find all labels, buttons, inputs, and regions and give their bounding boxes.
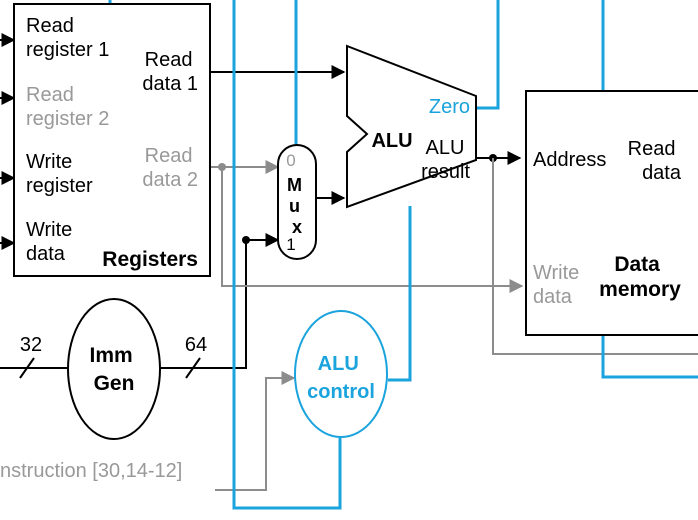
imm-gen-block: Imm Gen 32 64 <box>20 298 207 440</box>
wire-control-bus <box>232 0 342 510</box>
alu-control-ellipse <box>294 310 388 438</box>
write-data-label: Write data <box>26 219 78 265</box>
registers-block: Read register 1 Read register 2 Write re… <box>13 3 211 277</box>
instruction-label: nstruction [30,14-12] <box>0 460 182 482</box>
mux-input-1-label: 1 <box>286 235 295 254</box>
wire-alu-result-down <box>492 158 698 355</box>
data-memory-block: Address Read data Write data Data memory <box>525 90 698 336</box>
junction-read-data-2 <box>218 163 226 171</box>
imm-gen-ellipse <box>67 298 161 440</box>
registers-box <box>13 3 211 277</box>
wire-32-slash <box>19 357 35 379</box>
wire-alu-op <box>388 206 412 382</box>
mux-label: M u x <box>287 175 307 237</box>
junction-imm <box>242 236 250 244</box>
wire-imm-out <box>160 233 280 369</box>
address-label: Address <box>533 149 606 171</box>
imm-gen-title: Imm Gen <box>89 344 138 395</box>
read-register-2-label: Read register 2 <box>26 84 109 130</box>
alu-result-label: ALU result <box>421 137 470 183</box>
write-register-label: Write register <box>26 151 93 197</box>
alu-control-title: ALU control <box>307 353 375 403</box>
imm-input-width-label: 32 <box>20 334 42 356</box>
alu-control-block: ALU control <box>294 310 388 438</box>
registers-title: Registers <box>102 248 198 271</box>
mux-shape <box>277 144 317 260</box>
read-register-1-label: Read register 1 <box>26 15 109 61</box>
mux-block: 0 M u x 1 <box>277 144 317 260</box>
read-data-1-label: Read data 1 <box>142 49 198 95</box>
wire-read-data-2-down <box>221 167 524 293</box>
mux-input-0-label: 0 <box>286 151 295 170</box>
memory-write-data-label: Write data <box>533 262 585 308</box>
imm-output-width-label: 64 <box>185 334 207 356</box>
blue-wires <box>232 0 698 510</box>
wire-memory-read <box>601 335 698 379</box>
alu-block: ALU Zero ALU result <box>346 44 477 209</box>
wire-instruction <box>215 371 296 491</box>
wire-zero-up <box>476 0 500 110</box>
alu-shape <box>346 44 477 209</box>
read-data-2-label: Read data 2 <box>142 145 198 191</box>
black-wires <box>0 33 522 379</box>
alu-zero-label: Zero <box>429 96 470 118</box>
memory-read-data-label: Read data <box>628 138 682 184</box>
wire-64-slash <box>185 357 201 379</box>
data-memory-box <box>525 90 698 336</box>
alu-title: ALU <box>371 130 412 152</box>
data-memory-title: Data memory <box>599 253 681 301</box>
